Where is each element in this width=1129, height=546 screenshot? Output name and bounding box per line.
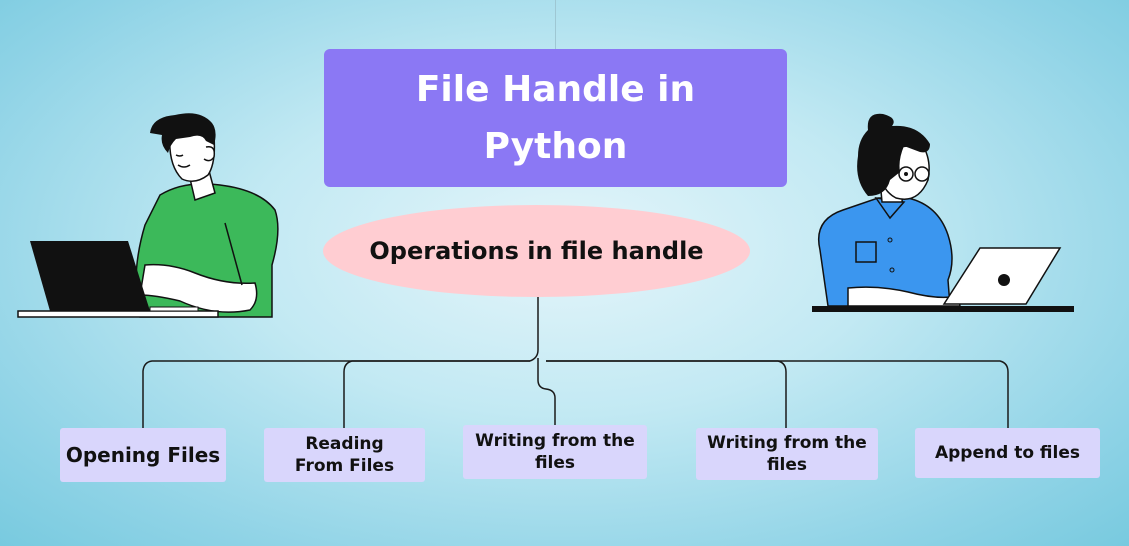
operation-writing-files-2: Writing from the files xyxy=(696,428,878,480)
branch-line-5 xyxy=(546,360,1009,428)
operation-writing-files-1: Writing from the files xyxy=(463,425,647,479)
title-box: File Handle in Python xyxy=(324,49,787,187)
branch-line-1 xyxy=(142,360,530,428)
operations-ellipse: Operations in file handle xyxy=(323,205,750,297)
operation-append-files: Append to files xyxy=(915,428,1100,478)
branch-line-2 xyxy=(343,360,530,428)
woman-laptop-illustration xyxy=(812,113,1074,312)
diagram-title: File Handle in Python xyxy=(415,69,696,167)
operation-opening-files: Opening Files xyxy=(60,428,226,482)
operations-heading: Operations in file handle xyxy=(369,237,704,265)
operation-label: Append to files xyxy=(934,443,1080,463)
operation-label: Reading From Files xyxy=(294,434,395,476)
operation-label: Writing from the files xyxy=(475,431,635,473)
operation-label: Opening Files xyxy=(65,443,221,467)
trunk-line xyxy=(529,297,539,362)
man-laptop-illustration xyxy=(17,113,279,318)
top-line xyxy=(555,0,556,49)
branch-line-4 xyxy=(546,360,787,428)
operation-label: Writing from the files xyxy=(707,433,867,475)
operation-reading-files: Reading From Files xyxy=(264,428,425,482)
branch-line-3 xyxy=(537,358,556,425)
